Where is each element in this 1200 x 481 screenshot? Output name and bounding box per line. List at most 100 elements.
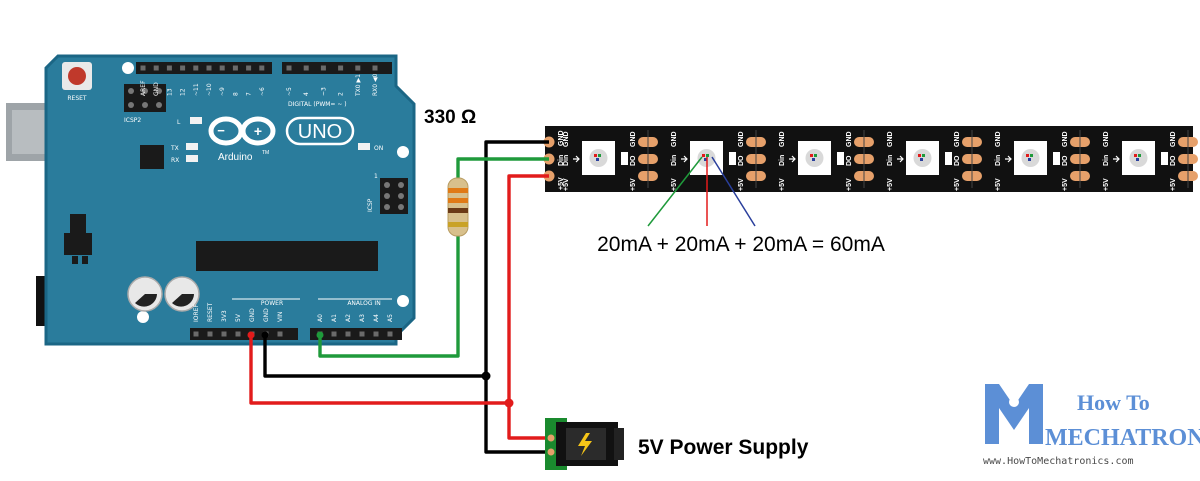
led-rx [186, 155, 198, 162]
power-supply-label: 5V Power Supply [638, 436, 809, 459]
strip-gnd-label: GND [779, 131, 786, 147]
strip-do-label: DO [630, 155, 637, 166]
digital-pin-label: TX0 ▶1 [355, 74, 362, 97]
strip-5v-label: +5V [1170, 178, 1177, 191]
header-pin [153, 65, 159, 71]
digital-label: DIGITAL (PWM= ~ ) [288, 101, 347, 108]
header-pin [259, 65, 265, 71]
power-pin-label: RESET [207, 302, 214, 322]
strip-5v-label: +5V [738, 178, 745, 191]
analog-pin-label: A4 [373, 314, 380, 322]
wire-gnd-arduino [263, 333, 486, 378]
header-pin [219, 65, 225, 71]
digital-pin-label: 13 [166, 88, 173, 96]
usb-chip [140, 145, 164, 169]
strip-do-label: DO [1170, 155, 1177, 166]
icsp-header [380, 178, 408, 214]
strip-do-label: DO [1062, 155, 1069, 166]
header-pin [355, 65, 361, 71]
led-rx-label: RX [171, 157, 179, 164]
junction-5v [504, 398, 514, 408]
digital-pin-label: ~5 [286, 87, 293, 96]
strip-gnd-label: GND [846, 131, 853, 147]
led-on-label: ON [374, 145, 383, 152]
power-label: POWER [261, 300, 283, 307]
watermark-line1: How To [1077, 390, 1150, 415]
strip-din-label: Din [887, 155, 894, 166]
strip-gnd-label: GND [1170, 131, 1177, 147]
strip-do-label: DO [846, 155, 853, 166]
watermark-line2: MECHATRONICS [1045, 425, 1200, 451]
wire-gnd-strip-to-supply [484, 140, 551, 454]
header-pin [166, 65, 172, 71]
header-pin [277, 331, 283, 337]
header-pin [206, 65, 212, 71]
current-equation: 20mA + 20mA + 20mA = 60mA [597, 233, 885, 256]
strip-input-pad-label: GND [558, 130, 565, 146]
strip-din-label: Din [1103, 155, 1110, 166]
power-header [190, 328, 298, 340]
strip-5v-label: +5V [954, 178, 961, 191]
digital-pin-label: ~9 [219, 87, 226, 96]
power-pin-label: GND [249, 308, 256, 322]
capacitor [127, 276, 163, 312]
smd-capacitor [1053, 152, 1060, 165]
smd-capacitor [1161, 152, 1168, 165]
strip-din-label: Din [995, 155, 1002, 166]
arduino-logo [208, 116, 276, 146]
digital-pin-label: ~3 [320, 87, 327, 96]
digital-pin-label: ~10 [206, 83, 213, 96]
analog-label: ANALOG IN [347, 300, 380, 307]
capacitor [164, 276, 200, 312]
digital-pin-label: RX0 ◀0 [372, 73, 379, 96]
analog-pin-label: A1 [331, 314, 338, 322]
power-supply-jack [545, 418, 624, 470]
analog-header [310, 328, 402, 340]
reset-label: RESET [67, 95, 87, 102]
digital-header [136, 62, 392, 74]
strip-input-pad-label: +5V [558, 177, 565, 190]
header-pin [221, 331, 227, 337]
strip-gnd-label: GND [630, 131, 637, 147]
strip-5v-label: +5V [671, 178, 678, 191]
wire-data-strip [456, 157, 549, 178]
power-pin-label: GND [263, 308, 270, 322]
analog-pin-label: A3 [359, 314, 366, 322]
strip-5v-label: +5V [846, 178, 853, 191]
header-pin [331, 331, 337, 337]
direction-arrow [573, 155, 580, 163]
strip-gnd-label: GND [887, 131, 894, 147]
model-label: UNO [298, 121, 342, 143]
analog-pin-label: A0 [317, 314, 324, 322]
mounting-hole [137, 311, 149, 323]
strip-5v-label: +5V [1062, 178, 1069, 191]
led-tx-label: TX [170, 145, 179, 152]
trademark-label: TM [262, 150, 269, 156]
header-pin [373, 331, 379, 337]
mounting-hole [122, 62, 134, 74]
power-pin-label: VIN [277, 312, 284, 322]
digital-pin-label: 12 [180, 88, 187, 96]
lightning-icon [578, 433, 592, 456]
led-l [190, 117, 202, 124]
digital-pin-label: GND [153, 82, 160, 96]
smd-capacitor [945, 152, 952, 165]
strip-do-label: DO [954, 155, 961, 166]
led-tx [186, 143, 198, 150]
strip-din-label: Din [563, 155, 570, 166]
header-pin [180, 65, 186, 71]
header-pin [372, 65, 378, 71]
resistor-label: 330 Ω [424, 107, 476, 128]
digital-pin-label: ~11 [193, 83, 200, 96]
direction-arrow [897, 155, 904, 163]
strip-input-pad-label: Din [558, 155, 565, 166]
digital-pin-label: 2 [338, 92, 345, 96]
strip-5v-label: +5V [887, 178, 894, 191]
header-pin [232, 65, 238, 71]
junction-gnd [481, 371, 491, 381]
strip-din-label: Din [671, 155, 678, 166]
header-pin [193, 331, 199, 337]
microcontroller-chip [196, 241, 378, 271]
strip-5v-label: +5V [563, 178, 570, 191]
